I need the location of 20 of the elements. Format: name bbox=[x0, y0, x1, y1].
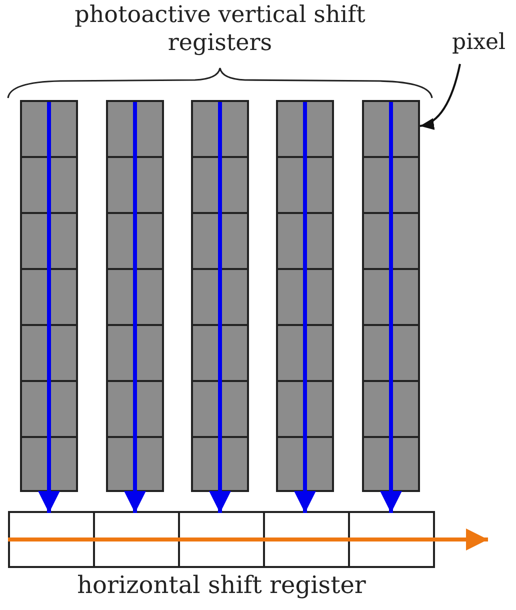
arrow bbox=[8, 528, 488, 550]
arrow bbox=[38, 102, 60, 513]
leader-arrow bbox=[420, 64, 461, 129]
group-label: photoactive vertical shift registers bbox=[74, 2, 366, 58]
arrow bbox=[209, 102, 231, 513]
arrow bbox=[294, 102, 316, 513]
pixel-column bbox=[362, 100, 420, 492]
register-cell bbox=[8, 511, 95, 568]
pixel-column bbox=[106, 100, 164, 492]
pixel-column bbox=[276, 100, 334, 492]
pixel-label: pixel bbox=[452, 30, 506, 56]
pixel-column bbox=[20, 100, 78, 492]
register-cell bbox=[263, 511, 350, 568]
pixel-column bbox=[191, 100, 249, 492]
register-cell bbox=[348, 511, 435, 568]
arrow bbox=[124, 102, 146, 513]
register-caption: horizontal shift register bbox=[76, 572, 367, 600]
register-cell bbox=[178, 511, 265, 568]
register-cell bbox=[93, 511, 180, 568]
arrow bbox=[380, 102, 402, 513]
